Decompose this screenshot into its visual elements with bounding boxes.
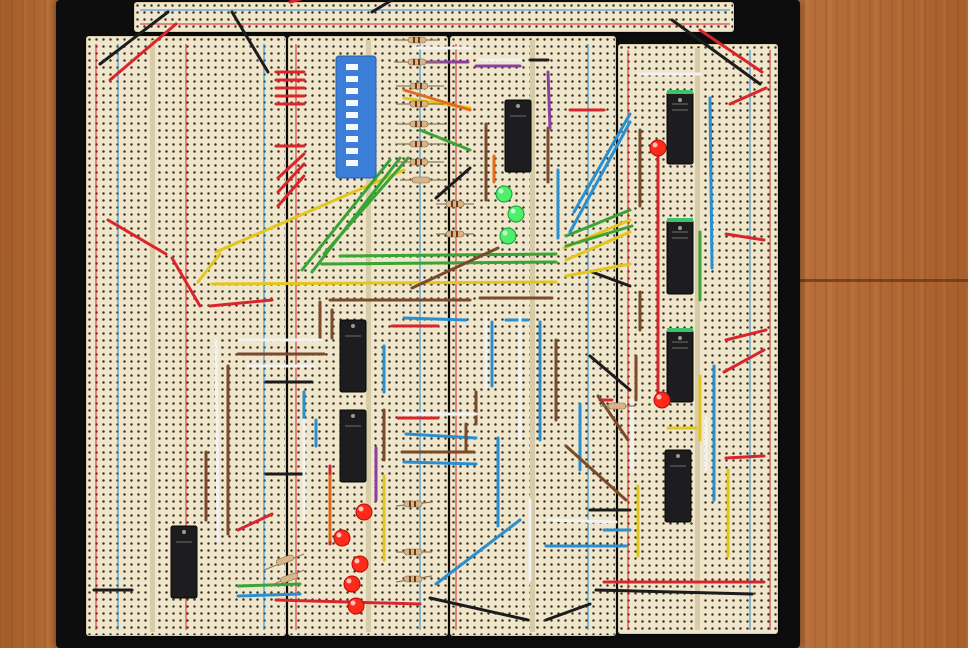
power-rails <box>95 9 771 630</box>
jumper-wires <box>92 0 768 622</box>
integrated-circuits <box>170 90 694 599</box>
breadboard-channels <box>150 40 700 632</box>
dip-switch <box>335 55 377 179</box>
resistors <box>263 36 636 587</box>
leds <box>333 139 671 615</box>
table-seam <box>800 279 968 282</box>
